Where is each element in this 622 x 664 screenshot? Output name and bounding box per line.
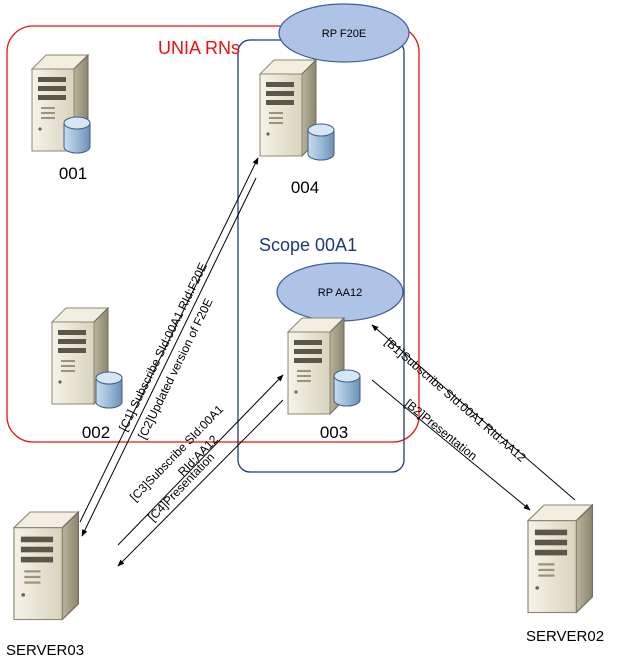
unia-rns-group-box bbox=[6, 25, 420, 443]
rp-aa12-ellipse: RP AA12 bbox=[276, 262, 404, 322]
unia-rns-label: UNIA RNs bbox=[158, 38, 240, 58]
server03-label: SERVER03 bbox=[6, 642, 84, 659]
server-server03 bbox=[13, 511, 79, 621]
server-004 bbox=[259, 59, 335, 161]
database-icon bbox=[307, 123, 335, 161]
node-004-label: 004 bbox=[291, 178, 319, 197]
server-icon bbox=[527, 504, 593, 614]
server-002 bbox=[51, 307, 123, 409]
server-server02 bbox=[527, 504, 593, 614]
node-002-label: 002 bbox=[82, 423, 110, 442]
server-icon bbox=[13, 511, 79, 621]
node-003-label: 003 bbox=[320, 423, 348, 442]
database-icon bbox=[95, 371, 123, 409]
arrow-b1 bbox=[371, 324, 576, 501]
server02-label: SERVER02 bbox=[526, 628, 604, 645]
arrow-c2 bbox=[81, 177, 257, 537]
rp-f20e-ellipse: RP F20E bbox=[278, 3, 410, 63]
server-003 bbox=[287, 317, 361, 415]
database-icon bbox=[63, 116, 91, 154]
database-icon bbox=[333, 369, 361, 407]
arrow-b2 bbox=[371, 379, 531, 511]
arrow-c3 bbox=[117, 374, 284, 546]
scope-label: Scope 00A1 bbox=[259, 235, 357, 255]
arrow-c4 bbox=[117, 399, 284, 567]
edge-label-c4: [C4]Presentation bbox=[145, 450, 217, 524]
rp-aa12-label: RP AA12 bbox=[318, 287, 362, 299]
server-001 bbox=[31, 54, 91, 154]
node-001-label: 001 bbox=[59, 164, 87, 183]
arrow-c1 bbox=[79, 157, 259, 523]
rp-f20e-label: RP F20E bbox=[322, 28, 366, 40]
